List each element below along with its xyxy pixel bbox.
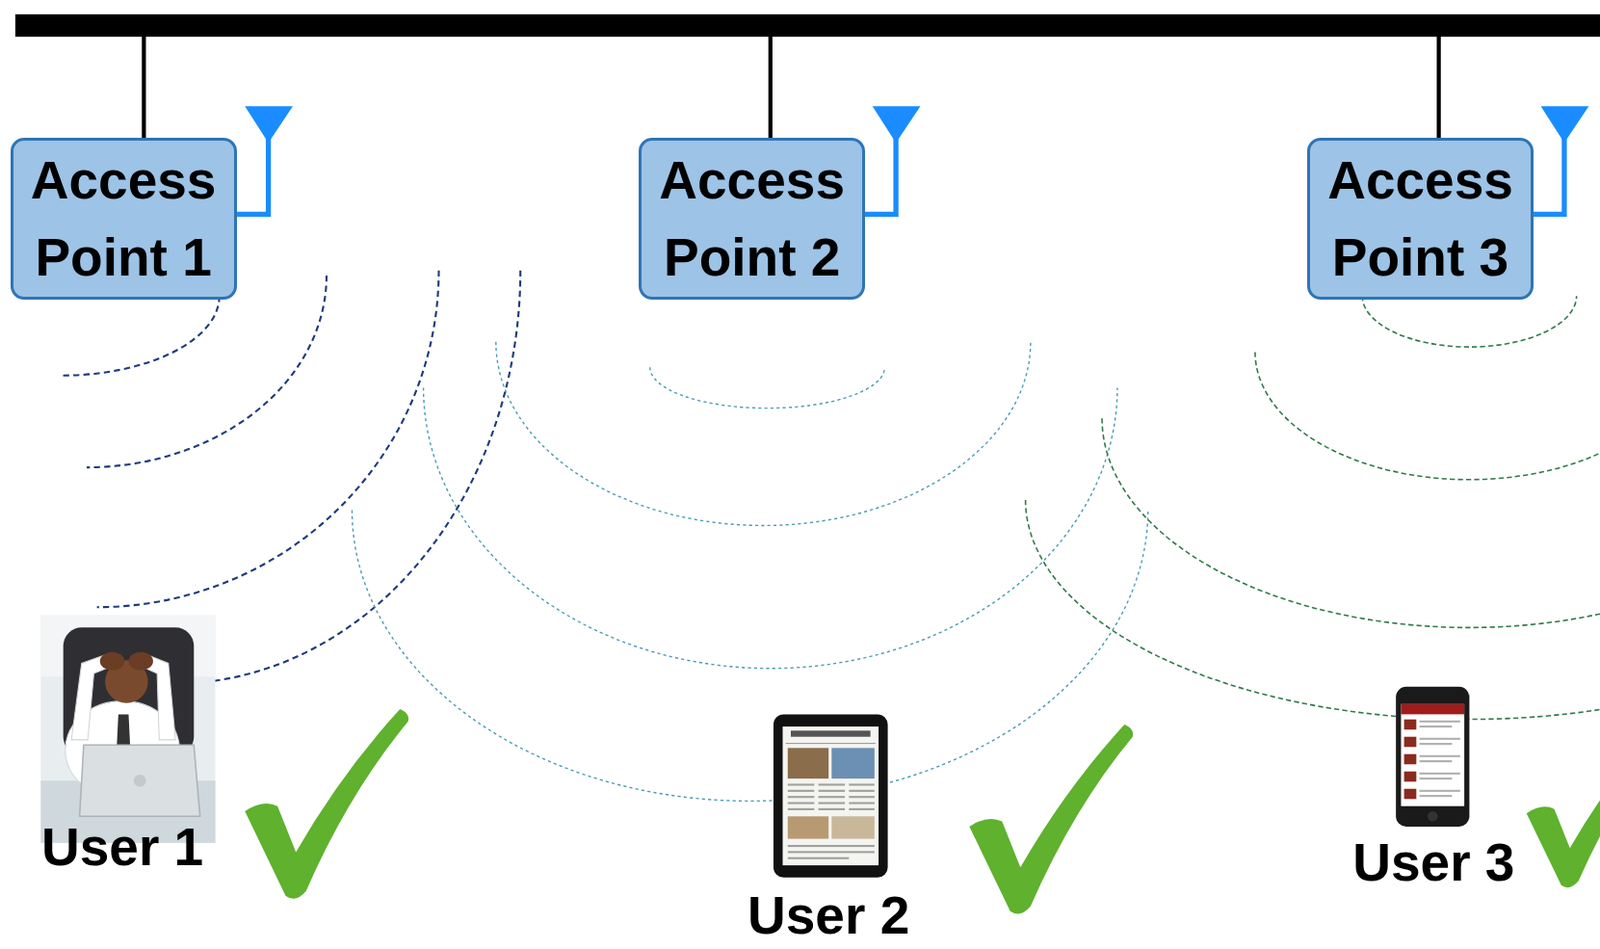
phone-device	[1404, 719, 1417, 731]
phone-device	[1404, 736, 1417, 748]
signal-wave	[1362, 295, 1576, 347]
tablet-device	[790, 730, 871, 736]
tablet-device	[787, 815, 829, 839]
tablet-device	[787, 795, 815, 798]
signal-wave	[423, 387, 1118, 668]
tablet-device	[773, 713, 889, 877]
access-point-box: Access Point 2	[638, 137, 866, 300]
tablet-device	[787, 844, 875, 847]
access-point-box: Access Point 3	[1307, 137, 1534, 300]
signal-wave	[1255, 351, 1600, 479]
drop-line	[768, 30, 773, 139]
access-point-box: Access Point 1	[10, 137, 237, 300]
tablet-device	[818, 795, 846, 798]
phone-device	[1419, 760, 1453, 762]
signal-wave	[351, 341, 1148, 802]
signal-wave	[1025, 295, 1600, 719]
phone-device	[1395, 686, 1469, 827]
phone-device	[1395, 686, 1469, 827]
user-photo	[40, 615, 215, 843]
antenna-symbol	[862, 137, 896, 214]
check-mark	[244, 708, 409, 899]
antenna-symbol	[1541, 105, 1590, 143]
tablet-device	[818, 783, 846, 786]
user-photo	[133, 774, 147, 787]
tablet-device	[787, 783, 875, 811]
signal-wave	[1101, 418, 1600, 628]
tablet-device	[787, 789, 815, 792]
phone-device	[1419, 755, 1461, 758]
phone-device	[1400, 704, 1465, 807]
tablet-device	[787, 857, 850, 860]
tablet-device	[848, 808, 874, 811]
tablet-device	[787, 844, 875, 860]
check-mark	[1526, 726, 1600, 888]
user-photo	[128, 652, 153, 671]
user-label: User 3	[1352, 832, 1515, 892]
phone-device	[1419, 737, 1461, 740]
tablet-device	[831, 815, 874, 839]
phone-device	[1419, 794, 1453, 797]
phone-device	[1419, 789, 1461, 792]
tablet-device	[787, 783, 815, 786]
tablet-device	[848, 783, 874, 786]
tablet-device	[787, 808, 815, 811]
signal-wave	[1025, 499, 1600, 720]
drop-line	[141, 30, 146, 139]
signal-wave	[496, 341, 1031, 526]
tablet-device	[786, 742, 876, 744]
check-mark	[969, 724, 1133, 915]
user-photo	[100, 652, 125, 671]
tablet-device	[782, 726, 879, 866]
antenna-symbol	[1530, 137, 1565, 214]
tablet-device	[787, 801, 815, 804]
phone-device	[1419, 772, 1461, 775]
signal-wave	[650, 367, 886, 408]
antenna-symbol	[872, 105, 921, 143]
phone-device	[1419, 720, 1461, 797]
phone-device	[1404, 719, 1417, 800]
signal-wave	[61, 295, 220, 376]
drop-line	[143, 30, 1439, 139]
phone-device	[1419, 720, 1461, 723]
phone-device	[1404, 771, 1417, 783]
phone-device	[1400, 704, 1465, 715]
signal-wave	[351, 510, 1148, 802]
phone-device	[1404, 754, 1417, 765]
user-photo	[40, 615, 215, 843]
box-label: Access Point 2	[645, 141, 859, 296]
signal-wave	[97, 270, 440, 608]
tablet-device	[773, 713, 889, 877]
phone-device	[1404, 788, 1417, 800]
box-label: Access Point 1	[17, 141, 231, 296]
phone-device	[1419, 742, 1453, 745]
tablet-device	[818, 801, 846, 804]
drop-line	[1437, 30, 1442, 139]
tablet-device	[848, 789, 874, 792]
tablet-device	[787, 747, 829, 779]
signal-wave	[173, 270, 521, 684]
antenna-symbol	[244, 105, 293, 143]
box-label: Access Point 3	[1313, 141, 1527, 296]
tablet-device	[848, 801, 874, 804]
user-label: User 2	[747, 885, 910, 945]
check-mark	[244, 708, 1600, 914]
backbone-bar	[15, 14, 1600, 37]
tablet-device	[848, 795, 874, 798]
tablet-device	[818, 789, 846, 792]
phone-device	[1419, 777, 1453, 780]
antenna-symbol	[235, 137, 269, 214]
tablet-device	[787, 850, 875, 853]
phone-device	[1419, 725, 1453, 728]
signal-wave	[86, 275, 327, 468]
phone-device	[1427, 811, 1439, 822]
user-photo	[79, 744, 201, 816]
tablet-device	[818, 808, 846, 811]
user-label: User 1	[41, 816, 204, 877]
tablet-device	[831, 747, 874, 779]
